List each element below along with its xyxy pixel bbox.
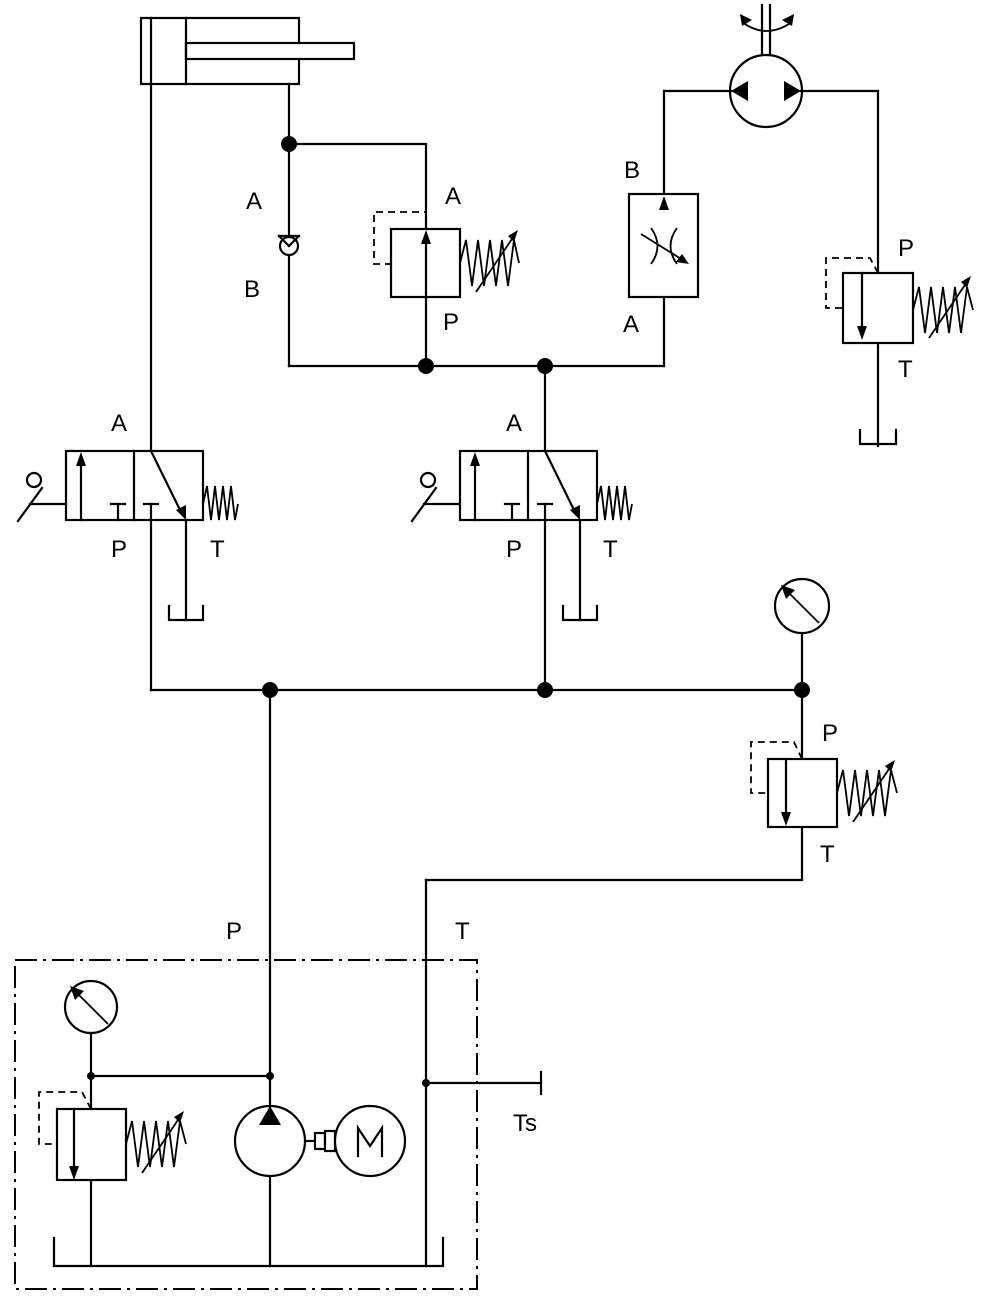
power-unit-boundary — [14, 959, 478, 1290]
hydraulic-motor-bidirectional — [728, 3, 804, 129]
pressure-gauge-unit — [63, 979, 119, 1035]
double-acting-cylinder — [139, 16, 356, 86]
throttle-B-label: B — [624, 157, 640, 184]
relief-valve-motor — [825, 257, 974, 345]
valve-left-P-label: P — [111, 536, 127, 563]
sequence-valve — [373, 211, 520, 299]
throttle-A-label: A — [623, 311, 639, 338]
seq-valve-A-label: A — [445, 183, 461, 210]
valve-mid-A-label: A — [506, 410, 522, 437]
valve-mid-T-label: T — [603, 536, 618, 563]
relief-valve-main — [750, 741, 898, 829]
unit-Ts-label: Ts — [513, 1110, 537, 1137]
check-valve — [277, 234, 301, 257]
pipe-network — [89, 82, 880, 1268]
tank-symbols — [167, 428, 898, 622]
hydraulic-pump — [233, 1104, 307, 1178]
motor-relief-T-label: T — [898, 356, 913, 383]
reservoir — [52, 1236, 445, 1268]
junction-dots — [87, 136, 810, 1087]
unit-P-label: P — [226, 918, 242, 945]
valve-mid-P-label: P — [506, 536, 522, 563]
check-valve-A-label: A — [246, 188, 262, 215]
valve-left-A-label: A — [111, 410, 127, 437]
check-valve-B-label: B — [244, 276, 260, 303]
motor-relief-P-label: P — [898, 235, 914, 262]
port-labels: A B A P B A P T A P T A P T P T P T Ts — [111, 157, 914, 1137]
throttle-valve — [627, 192, 700, 299]
unit-T-label: T — [455, 918, 470, 945]
valve-left-T-label: T — [210, 536, 225, 563]
pressure-gauge-manifold — [773, 577, 831, 635]
directional-valve-left — [16, 449, 239, 523]
main-relief-P-label: P — [822, 720, 838, 747]
pump-coupling — [303, 1129, 337, 1153]
seq-valve-P-label: P — [443, 309, 459, 336]
directional-valve-middle — [410, 449, 633, 523]
electric-motor — [333, 1104, 407, 1178]
main-relief-T-label: T — [820, 841, 835, 868]
relief-valve-unit — [38, 1091, 187, 1182]
